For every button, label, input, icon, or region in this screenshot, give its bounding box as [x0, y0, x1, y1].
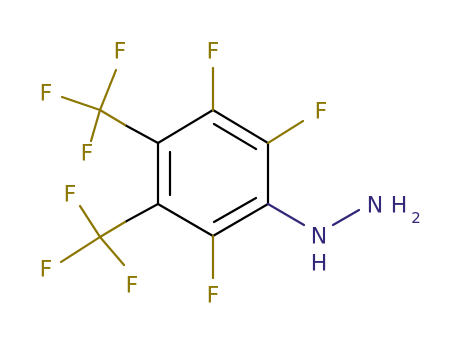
cn-bond	[266, 202, 306, 227]
fluorine-label: F	[207, 284, 220, 309]
ring-bond	[156, 202, 215, 238]
ring-bond	[211, 202, 270, 238]
fluorine-label: F	[40, 82, 53, 107]
f-bond	[78, 204, 102, 239]
cf3-top-bond	[123, 123, 160, 145]
nh-hydrogen-label: H	[311, 252, 328, 277]
f-bond	[59, 235, 102, 264]
cf3-bottom-bond	[123, 202, 160, 224]
ring-double-bond	[212, 122, 258, 151]
fluorine-label: F	[40, 258, 53, 283]
f-bond	[98, 68, 118, 112]
fluorine-label: F	[207, 40, 220, 65]
nh2-hydrogen-label: H	[391, 194, 408, 219]
fluorine-label: F	[315, 100, 328, 125]
ring-double-bond	[212, 196, 258, 224]
f-bond	[98, 220, 127, 239]
f-bond	[89, 108, 102, 143]
f-bond	[98, 108, 127, 127]
nn-bond	[331, 208, 361, 227]
benzene-ring	[156, 108, 270, 238]
nh-nitrogen-label: N	[311, 225, 327, 250]
nh2-nitrogen-label: N	[367, 194, 383, 219]
ring-bond	[156, 108, 215, 145]
fluorine-label: F	[81, 142, 94, 167]
f-bond	[266, 119, 305, 145]
f-bond	[60, 95, 102, 112]
nh2-subscript: 2	[411, 209, 421, 227]
fluorine-label: F	[114, 40, 127, 65]
fluorine-label: F	[126, 274, 139, 299]
fluorine-label: F	[64, 183, 77, 208]
ring-bond	[211, 108, 270, 145]
f-bond	[98, 235, 126, 267]
